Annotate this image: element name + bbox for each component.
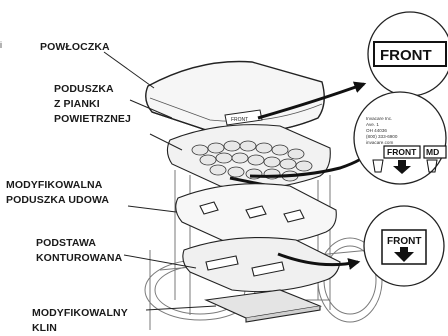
label-thigh-cushion: MODYFIKOWALNA PODUSZKA UDOWA <box>6 178 109 208</box>
label-line-2: Ave. 1 <box>366 122 379 127</box>
callout-cover-front-text: FRONT <box>380 47 432 64</box>
air-cell-cushion <box>167 125 330 189</box>
callout-base-front: FRONT <box>364 206 444 286</box>
cushion-cover: FRONT <box>146 62 325 134</box>
label-base-line-2: KONTUROWANA <box>36 252 122 264</box>
label-cover-line-1: POWŁOCZKA <box>40 41 110 53</box>
label-air-cushion: PODUSZKA Z PIANKI POWIETRZNEJ <box>54 82 131 127</box>
label-wedge-line-1: MODYFIKOWALNY <box>32 307 128 319</box>
label-wedge-line-2: KLIN <box>32 322 57 334</box>
callout-cover-front: FRONT <box>368 12 448 96</box>
label-line-1: Invacare Inc. <box>366 116 392 121</box>
label-wedge: MODYFIKOWALNY KLIN <box>32 306 128 336</box>
callout-air-front-text: FRONT <box>387 147 417 157</box>
label-line-3: OH 44036 <box>366 128 387 133</box>
label-base: PODSTAWA KONTUROWANA <box>36 236 122 266</box>
label-thigh-cushion-line-1: MODYFIKOWALNA <box>6 179 102 191</box>
label-air-cushion-line-3: POWIETRZNEJ <box>54 113 131 125</box>
label-line-4: (800) 333-6900 <box>366 134 398 139</box>
label-line-5: invacare.com <box>366 140 393 145</box>
label-thigh-cushion-line-2: PODUSZKA UDOWA <box>6 194 109 206</box>
cover-front-tag-text: FRONT <box>231 117 248 123</box>
label-base-line-1: PODSTAWA <box>36 237 96 249</box>
label-air-cushion-line-1: PODUSZKA <box>54 83 114 95</box>
callout-base-front-text: FRONT <box>387 236 421 247</box>
callout-air-md-text: MD <box>426 147 439 157</box>
thigh-cushion <box>176 184 337 245</box>
label-cover: POWŁOCZKA <box>40 40 110 55</box>
callout-air-cushion-label: Invacare Inc. Ave. 1 OH 44036 (800) 333-… <box>354 92 446 184</box>
label-air-cushion-line-2: Z PIANKI <box>54 98 100 110</box>
